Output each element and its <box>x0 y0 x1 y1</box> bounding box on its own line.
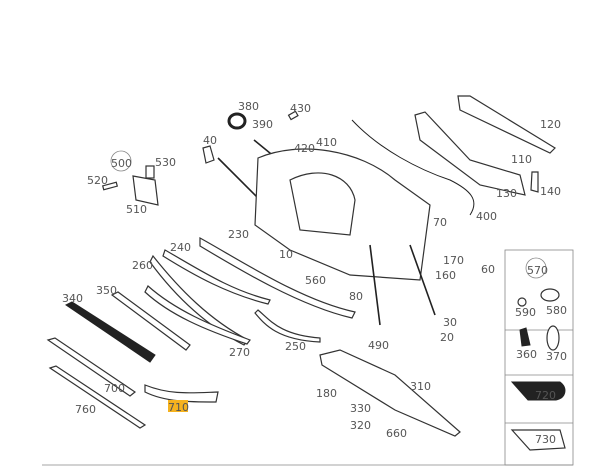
label-510[interactable]: 510 <box>126 203 147 216</box>
label-370[interactable]: 370 <box>546 350 567 363</box>
part-710[interactable] <box>144 384 219 403</box>
label-570[interactable]: 570 <box>527 264 548 277</box>
label-80[interactable]: 80 <box>349 290 363 303</box>
part-labels: 380 430 390 420 410 40 120 500 530 520 5… <box>62 100 567 446</box>
part-250[interactable] <box>254 309 321 343</box>
label-180[interactable]: 180 <box>316 387 337 400</box>
label-350[interactable]: 350 <box>96 284 117 297</box>
label-20[interactable]: 20 <box>440 331 454 344</box>
label-120[interactable]: 120 <box>540 118 561 131</box>
part-140[interactable] <box>530 171 539 193</box>
parts-drawing <box>46 95 566 451</box>
label-140[interactable]: 140 <box>540 185 561 198</box>
part-520-screw[interactable] <box>101 181 119 191</box>
label-330[interactable]: 330 <box>350 402 371 415</box>
part-370[interactable] <box>546 325 560 351</box>
label-320[interactable]: 320 <box>350 419 371 432</box>
label-70[interactable]: 70 <box>433 216 447 229</box>
grille-opening <box>289 172 356 236</box>
part-130-carrier[interactable] <box>414 111 526 196</box>
label-410[interactable]: 410 <box>316 136 337 149</box>
part-230[interactable] <box>199 236 356 319</box>
label-660[interactable]: 660 <box>386 427 407 440</box>
part-590[interactable] <box>517 297 527 307</box>
label-400[interactable]: 400 <box>476 210 497 223</box>
part-530[interactable] <box>145 165 155 179</box>
label-420[interactable]: 420 <box>294 142 315 155</box>
part-240[interactable] <box>162 249 271 305</box>
label-30[interactable]: 30 <box>443 316 457 329</box>
part-700[interactable] <box>46 337 137 397</box>
label-260[interactable]: 260 <box>132 259 153 272</box>
part-760[interactable] <box>48 365 147 429</box>
label-170[interactable]: 170 <box>443 254 464 267</box>
label-760[interactable]: 760 <box>75 403 96 416</box>
label-580[interactable]: 580 <box>546 304 567 317</box>
label-490[interactable]: 490 <box>368 339 389 352</box>
label-160[interactable]: 160 <box>435 269 456 282</box>
label-360[interactable]: 360 <box>516 348 537 361</box>
label-340[interactable]: 340 <box>62 292 83 305</box>
label-270[interactable]: 270 <box>229 346 250 359</box>
label-10[interactable]: 10 <box>279 248 293 261</box>
label-700[interactable]: 700 <box>104 382 125 395</box>
part-380-emblem[interactable] <box>227 112 247 130</box>
label-390[interactable]: 390 <box>252 118 273 131</box>
part-430[interactable] <box>287 110 299 121</box>
label-430[interactable]: 430 <box>290 102 311 115</box>
part-580[interactable] <box>540 288 560 302</box>
part-400-harness[interactable] <box>351 119 475 216</box>
part-270[interactable] <box>144 285 251 345</box>
highlight-710 <box>168 400 188 412</box>
part-510-plate-bracket[interactable] <box>132 175 159 206</box>
part-310-underbody[interactable] <box>319 349 461 437</box>
part-340-grille[interactable] <box>65 301 156 363</box>
label-520[interactable]: 520 <box>87 174 108 187</box>
label-590[interactable]: 590 <box>515 306 536 319</box>
part-720[interactable] <box>510 381 566 401</box>
part-360[interactable] <box>519 327 531 347</box>
label-500[interactable]: 500 <box>111 157 132 170</box>
label-560[interactable]: 560 <box>305 274 326 287</box>
label-240[interactable]: 240 <box>170 241 191 254</box>
part-350[interactable] <box>110 291 191 351</box>
label-110[interactable]: 110 <box>511 153 532 166</box>
label-130[interactable]: 130 <box>496 187 517 200</box>
part-730[interactable] <box>510 429 566 451</box>
label-530[interactable]: 530 <box>155 156 176 169</box>
label-230[interactable]: 230 <box>228 228 249 241</box>
label-40[interactable]: 40 <box>203 134 217 147</box>
label-310[interactable]: 310 <box>410 380 431 393</box>
part-40[interactable] <box>202 145 215 164</box>
part-110-beam[interactable] <box>457 95 556 154</box>
label-60[interactable]: 60 <box>481 263 495 276</box>
label-250[interactable]: 250 <box>285 340 306 353</box>
frame <box>42 249 574 466</box>
label-710[interactable]: 710 <box>168 401 189 414</box>
label-720[interactable]: 720 <box>535 389 556 402</box>
label-380[interactable]: 380 <box>238 100 259 113</box>
label-730[interactable]: 730 <box>535 433 556 446</box>
